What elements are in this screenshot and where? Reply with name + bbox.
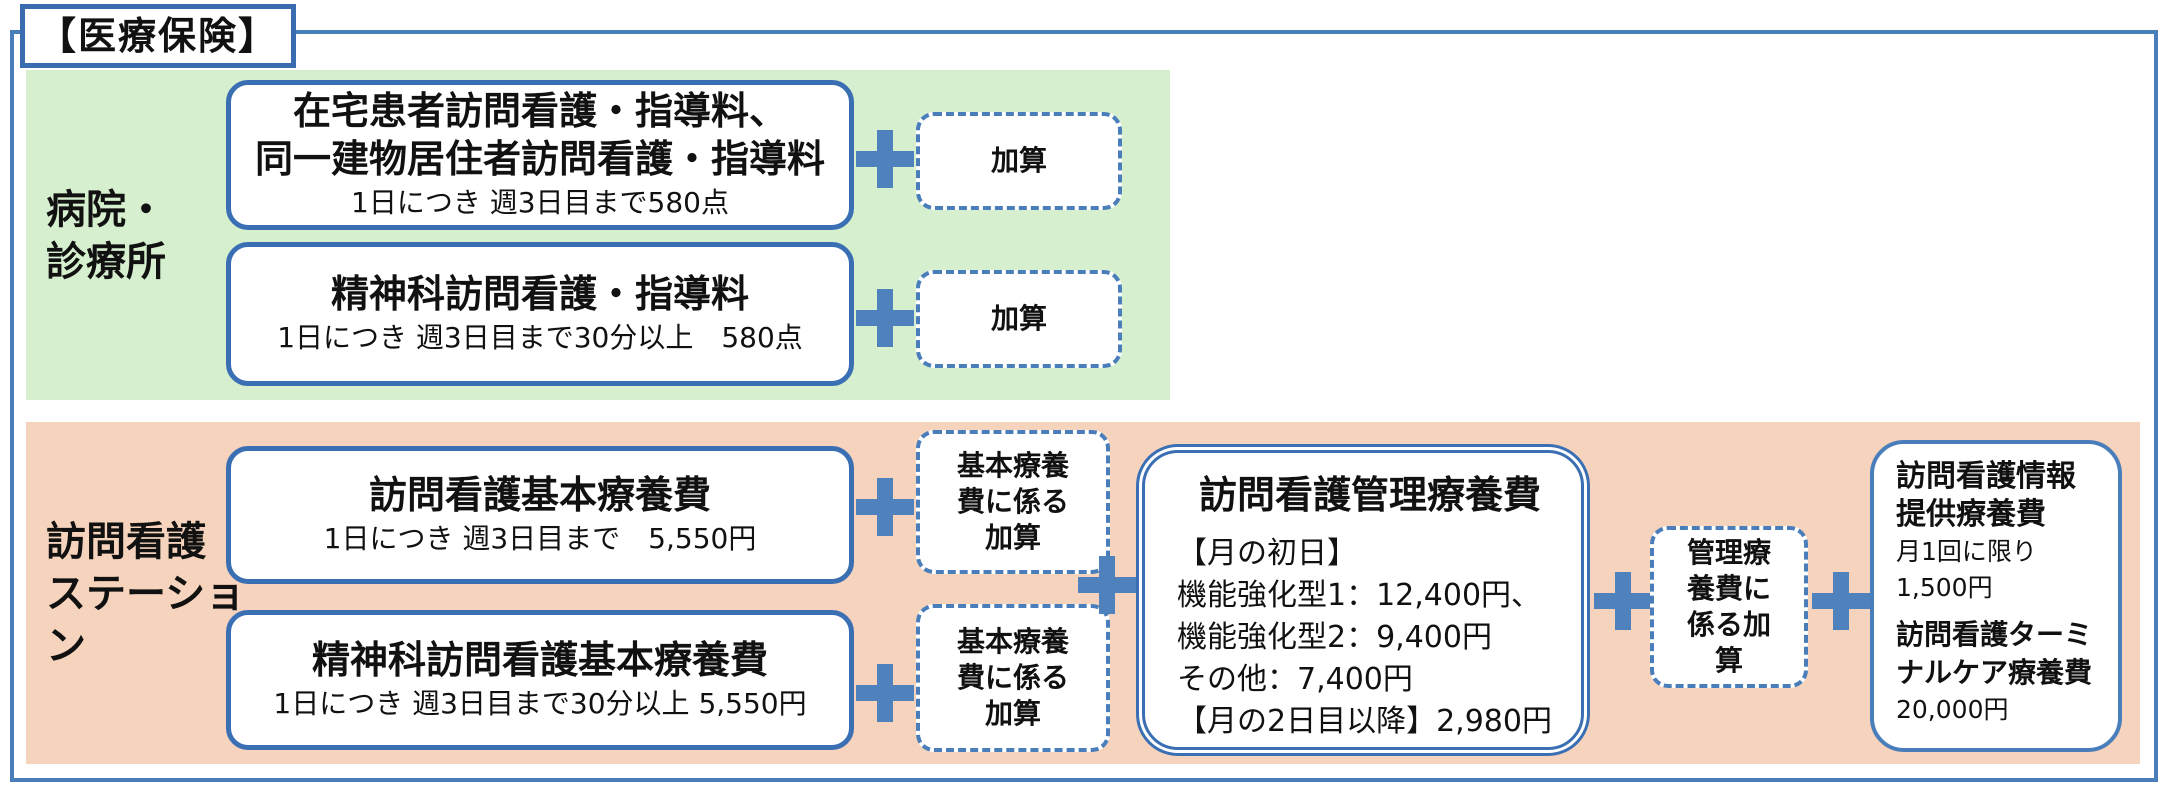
hospital-label: 病院・ 診療所 [46, 187, 166, 285]
basic-care-addon-2: 基本療養 費に係る 加算 [916, 604, 1110, 752]
medical-insurance-frame [10, 30, 2158, 782]
management-fee-line: その他：7,400円 [1177, 662, 1413, 697]
basic-care-fee-title: 訪問看護基本療養費 [368, 473, 711, 517]
basic-care-fee-box: 訪問看護基本療養費 1日につき 週3日目まで 5,550円 [226, 446, 854, 584]
management-fee-line: 【月の初日】 [1177, 536, 1357, 571]
plus-icon [1812, 572, 1870, 630]
plus-icon [1594, 572, 1652, 630]
psychiatric-basic-care-fee-sub: 1日につき 週3日目まで30分以上 5,550円 [273, 687, 807, 720]
station-label: 訪問看護 ステーショ ン [46, 519, 246, 669]
psychiatric-basic-care-fee-title: 精神科訪問看護基本療養費 [311, 638, 768, 682]
header-label: 【医療保険】 [20, 4, 296, 68]
plus-icon [856, 130, 914, 188]
home-visit-nursing-fee-box: 在宅患者訪問看護・指導料、 同一建物居住者訪問看護・指導料 1日につき 週3日目… [226, 80, 854, 230]
info-provision-fee-sub-a: 月1回に限り [1896, 537, 2037, 566]
basic-care-addon-1: 基本療養 費に係る 加算 [916, 430, 1110, 574]
management-care-fee-title: 訪問看護管理療養費 [1198, 473, 1541, 517]
terminal-care-fee-title: 訪問看護ターミ ナルケア療養費 [1896, 618, 2093, 689]
plus-icon [856, 478, 914, 536]
terminal-care-fee-sub: 20,000円 [1896, 695, 2009, 724]
management-fee-line: 【月の2日目以降】2,980円 [1177, 704, 1552, 739]
management-addon: 管理療 養費に 係る加 算 [1650, 526, 1808, 688]
management-fee-line: 機能強化型2：9,400円 [1177, 620, 1492, 655]
psychiatric-basic-care-fee-box: 精神科訪問看護基本療養費 1日につき 週3日目まで30分以上 5,550円 [226, 610, 854, 750]
plus-icon [856, 664, 914, 722]
psychiatric-nursing-fee-box: 精神科訪問看護・指導料 1日につき 週3日目まで30分以上 580点 [226, 242, 854, 386]
info-provision-fee-sub-b: 1,500円 [1896, 573, 1993, 602]
psychiatric-nursing-fee-title: 精神科訪問看護・指導料 [330, 272, 749, 316]
info-terminal-care-fee-box: 訪問看護情報 提供療養費 月1回に限り 1,500円 訪問看護ターミ ナルケア療… [1870, 440, 2122, 752]
hospital-addon-2: 加算 [916, 270, 1122, 368]
plus-icon [856, 289, 914, 347]
home-visit-nursing-fee-sub: 1日につき 週3日目まで580点 [351, 186, 729, 219]
management-care-fee-box: 訪問看護管理療養費 【月の初日】 機能強化型1：12,400円、 機能強化型2：… [1136, 444, 1590, 756]
info-provision-fee-title: 訪問看護情報 提供療養費 [1896, 459, 2076, 532]
home-visit-nursing-fee-title: 在宅患者訪問看護・指導料、 同一建物居住者訪問看護・指導料 [254, 89, 825, 181]
basic-care-fee-sub: 1日につき 週3日目まで 5,550円 [323, 522, 757, 555]
hospital-addon-1: 加算 [916, 112, 1122, 210]
psychiatric-nursing-fee-sub: 1日につき 週3日目まで30分以上 580点 [277, 321, 803, 354]
plus-icon [1078, 556, 1136, 614]
management-fee-line: 機能強化型1：12,400円、 [1177, 578, 1542, 613]
